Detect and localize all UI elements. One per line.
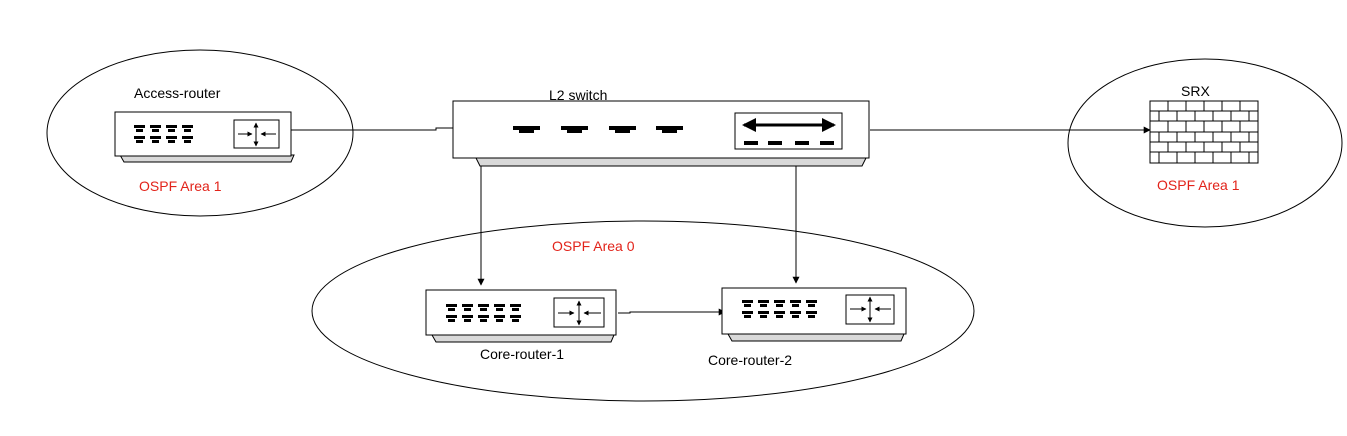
ospf-area-1-right-label: OSPF Area 1	[1157, 177, 1240, 193]
core-router-2-label: Core-router-2	[708, 352, 792, 368]
access-router-device[interactable]	[114, 111, 295, 163]
access-router-label: Access-router	[134, 85, 221, 101]
l2-switch-device[interactable]	[452, 100, 870, 167]
link-switch-access-router	[282, 126, 454, 134]
port-icon	[134, 125, 193, 143]
router-icon	[233, 119, 280, 149]
links	[282, 126, 1151, 316]
ospf-area-1-right-ellipse	[1067, 58, 1343, 228]
port-icon	[446, 304, 521, 322]
ospf-area-0-label: OSPF Area 0	[552, 238, 635, 254]
ospf-area-1-left-ellipse	[46, 49, 354, 217]
srx-device[interactable]	[1149, 100, 1259, 164]
l2-switch-label: L2 switch	[549, 87, 607, 103]
router-base	[727, 333, 905, 342]
core-router-2-device[interactable]	[721, 287, 907, 342]
router-icon	[845, 294, 895, 325]
switch-base	[475, 157, 867, 167]
switch-icon	[734, 112, 843, 150]
srx-label: SRX	[1181, 83, 1210, 99]
ospf-area-0-ellipse	[311, 220, 975, 402]
core-router-1-device[interactable]	[425, 289, 617, 343]
ospf-area-1-left-label: OSPF Area 1	[139, 178, 222, 194]
core-router-1-label: Core-router-1	[480, 346, 564, 362]
link-core-router-1-core-router-2	[618, 308, 726, 316]
port-icon	[513, 126, 683, 133]
port-icon	[742, 300, 817, 318]
router-icon	[553, 297, 605, 328]
firewall-icon	[1149, 100, 1259, 164]
router-base	[431, 334, 615, 343]
